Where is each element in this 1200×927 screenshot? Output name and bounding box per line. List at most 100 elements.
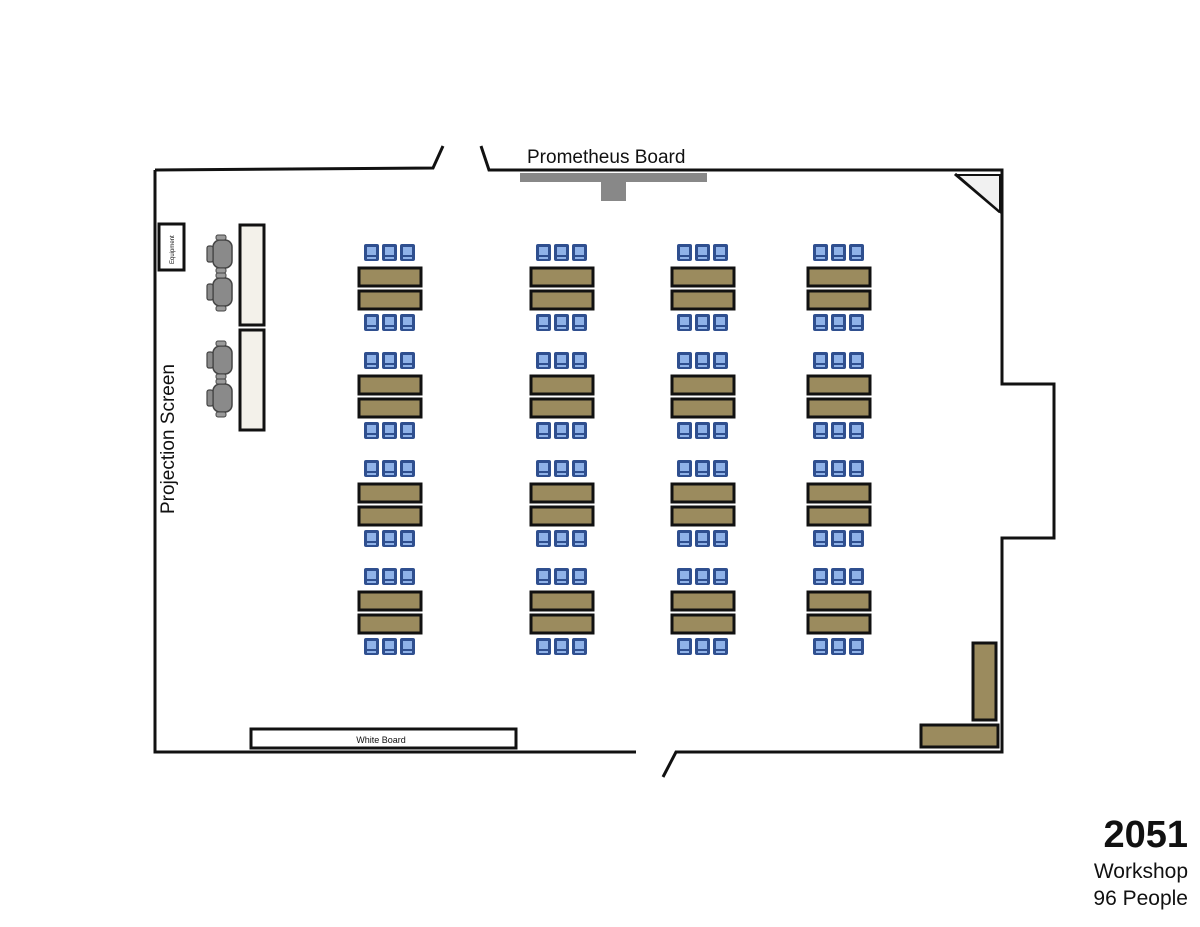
chair (364, 314, 379, 331)
walls (153, 145, 1056, 778)
chair (400, 314, 415, 331)
chair (849, 244, 864, 261)
chair (813, 530, 828, 547)
table (806, 613, 872, 635)
chair (831, 460, 846, 477)
chair (849, 460, 864, 477)
equipment-label: Equipment (170, 235, 176, 264)
chair (572, 244, 587, 261)
workshop-pods (357, 244, 872, 655)
chair (536, 530, 551, 547)
chair (536, 352, 551, 369)
table (670, 266, 736, 288)
white-board: White Board (249, 727, 518, 750)
table (806, 482, 872, 504)
table-pod (357, 352, 423, 439)
chair (536, 422, 551, 439)
table-pod (357, 460, 423, 547)
chair (400, 530, 415, 547)
chair (400, 244, 415, 261)
table-pod (357, 244, 423, 331)
table-pod (529, 460, 595, 547)
table (357, 482, 423, 504)
chair (536, 638, 551, 655)
table-pod (670, 352, 736, 439)
table-pod (670, 460, 736, 547)
chair (536, 244, 551, 261)
chair (695, 460, 710, 477)
chair (713, 460, 728, 477)
chair (713, 352, 728, 369)
chair (695, 314, 710, 331)
chair (677, 422, 692, 439)
chair (554, 422, 569, 439)
chair (536, 314, 551, 331)
chair (364, 530, 379, 547)
table-pod (806, 460, 872, 547)
chair (713, 638, 728, 655)
chair (572, 638, 587, 655)
chair (364, 422, 379, 439)
chair (713, 244, 728, 261)
chair (831, 422, 846, 439)
chair (400, 568, 415, 585)
wall-left-bottom (153, 170, 636, 754)
table (529, 374, 595, 396)
projection-screen-label: Projection Screen (158, 364, 179, 514)
instructor-chair (206, 272, 233, 312)
table (529, 482, 595, 504)
table (806, 590, 872, 612)
table (529, 266, 595, 288)
chair (849, 352, 864, 369)
table-pod (670, 244, 736, 331)
table-pod (670, 568, 736, 655)
chair (849, 530, 864, 547)
chair (572, 352, 587, 369)
table (357, 374, 423, 396)
prometheus-board-label: Prometheus Board (527, 147, 685, 168)
table (529, 289, 595, 311)
instructor-chairs (206, 234, 233, 418)
chair (536, 460, 551, 477)
chair (572, 422, 587, 439)
chair (554, 460, 569, 477)
table (357, 590, 423, 612)
chair (382, 460, 397, 477)
chair (831, 568, 846, 585)
wall-top-right (479, 145, 1056, 778)
table (806, 266, 872, 288)
chair (677, 244, 692, 261)
table-pod (357, 568, 423, 655)
chair (364, 460, 379, 477)
instructor-table-bottom (238, 328, 266, 432)
instructor-chair (206, 340, 233, 380)
chair (382, 244, 397, 261)
chair (400, 460, 415, 477)
table (670, 482, 736, 504)
chair (572, 460, 587, 477)
chair (677, 530, 692, 547)
chair (364, 568, 379, 585)
chair (572, 314, 587, 331)
table (670, 613, 736, 635)
chair (677, 314, 692, 331)
table (357, 505, 423, 527)
table (357, 397, 423, 419)
chair (382, 530, 397, 547)
table-pod (806, 352, 872, 439)
chair (572, 568, 587, 585)
chair (554, 638, 569, 655)
room-capacity: 96 People (1093, 887, 1188, 910)
chair (554, 352, 569, 369)
table-pod (529, 244, 595, 331)
chair (831, 530, 846, 547)
chair (572, 530, 587, 547)
table (357, 266, 423, 288)
chair (677, 568, 692, 585)
chair (382, 352, 397, 369)
prometheus-board: Prometheus Board (520, 147, 707, 201)
table (357, 613, 423, 635)
chair (831, 244, 846, 261)
chair (382, 568, 397, 585)
